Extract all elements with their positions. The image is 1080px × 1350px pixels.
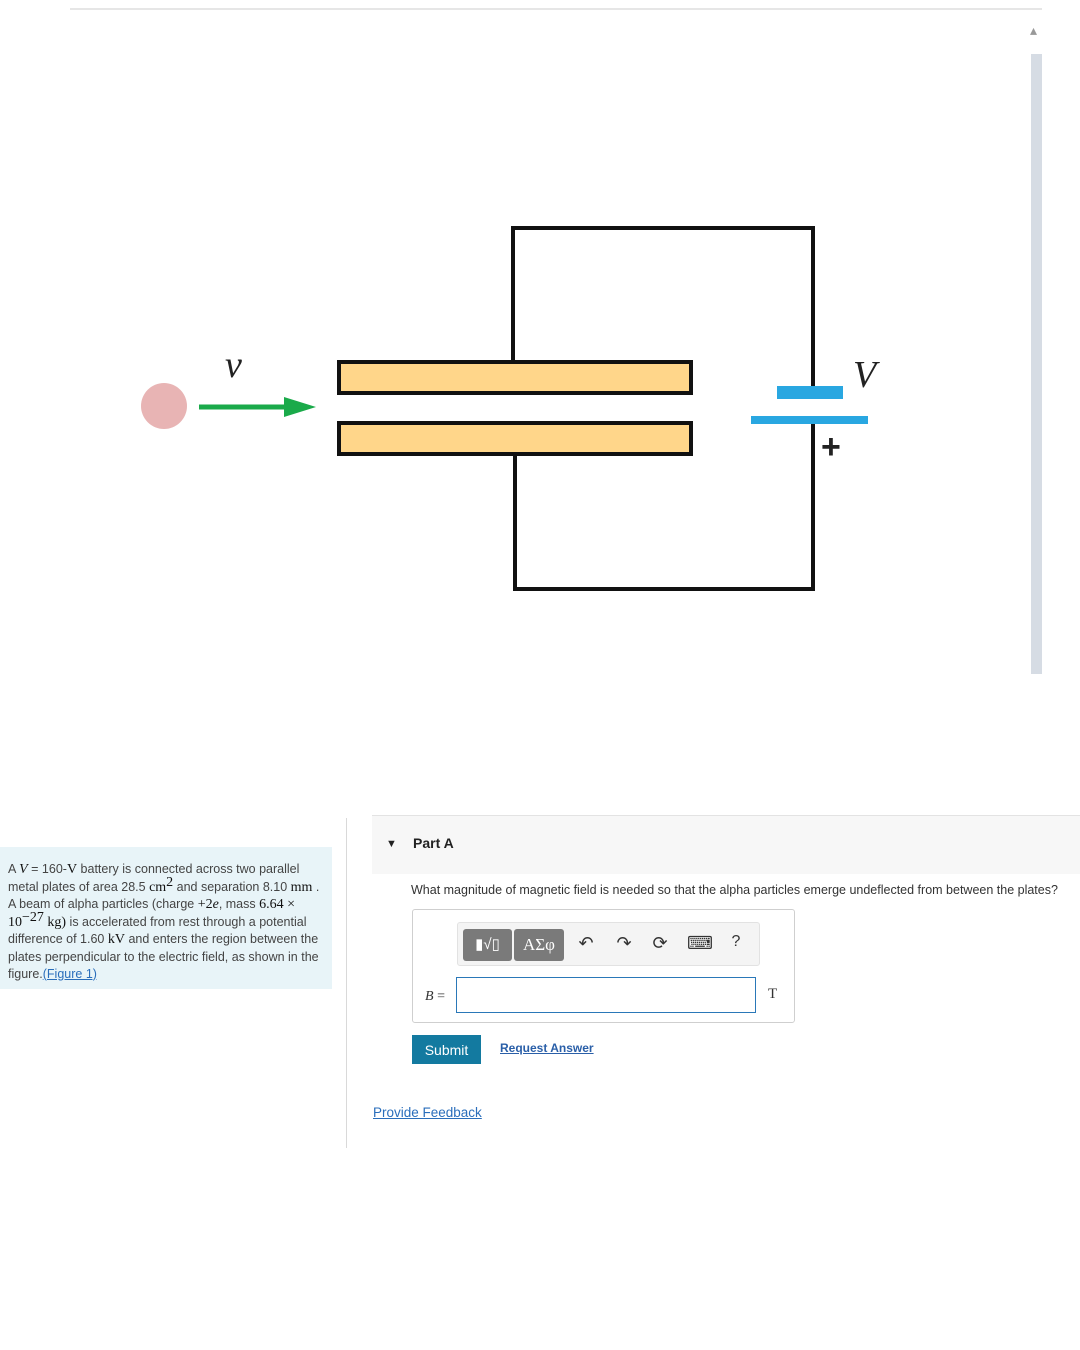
column-divider xyxy=(346,818,347,1148)
velocity-label: v xyxy=(225,344,242,386)
circuit-figure: + V v xyxy=(141,226,880,591)
math-toolbar: ▮√▯ ΑΣφ ↶ ↷ ⟳ ⌨ ? xyxy=(457,922,760,966)
answer-box: ▮√▯ ΑΣφ ↶ ↷ ⟳ ⌨ ? B = T xyxy=(412,909,795,1023)
part-title: Part A xyxy=(413,835,454,851)
bottom-plate xyxy=(337,421,693,456)
bottom-wire xyxy=(513,418,815,591)
answer-unit: T xyxy=(768,986,778,1002)
voltage-label: V xyxy=(853,354,880,396)
battery-plus-sign: + xyxy=(821,428,841,466)
top-plate xyxy=(337,360,693,395)
reset-icon[interactable]: ⟳ xyxy=(652,933,668,953)
symbols-button[interactable]: ΑΣφ xyxy=(514,929,564,961)
alpha-particle xyxy=(141,383,187,429)
answer-input[interactable] xyxy=(456,977,756,1013)
help-icon[interactable]: ? xyxy=(731,933,741,950)
templates-button[interactable]: ▮√▯ xyxy=(463,929,512,961)
undo-icon[interactable]: ↶ xyxy=(578,933,594,953)
battery-negative-plate xyxy=(777,386,843,399)
battery-positive-plate xyxy=(751,416,868,424)
question-text: What magnitude of magnetic field is need… xyxy=(411,883,1058,897)
problem-statement: A V = 160-V battery is connected across … xyxy=(0,847,332,989)
figure-scrollbar[interactable] xyxy=(1031,54,1042,674)
answer-variable-label: B = xyxy=(425,989,445,1004)
request-answer-link[interactable]: Request Answer xyxy=(500,1041,594,1055)
redo-icon[interactable]: ↷ xyxy=(616,933,632,953)
provide-feedback-link[interactable]: Provide Feedback xyxy=(373,1105,482,1120)
velocity-arrow-head xyxy=(284,397,316,417)
keyboard-icon[interactable]: ⌨ xyxy=(687,933,713,953)
scroll-up-arrow-icon[interactable]: ▴ xyxy=(1030,22,1038,38)
top-divider xyxy=(70,8,1042,10)
templates-icon: ▮√▯ xyxy=(475,936,500,953)
submit-button[interactable]: Submit xyxy=(412,1035,481,1064)
figure-1-link[interactable]: (Figure 1) xyxy=(42,966,97,981)
collapse-caret-icon[interactable]: ▼ xyxy=(386,838,397,850)
top-wire xyxy=(511,226,815,395)
part-a-header[interactable]: ▼ Part A xyxy=(372,815,1080,874)
